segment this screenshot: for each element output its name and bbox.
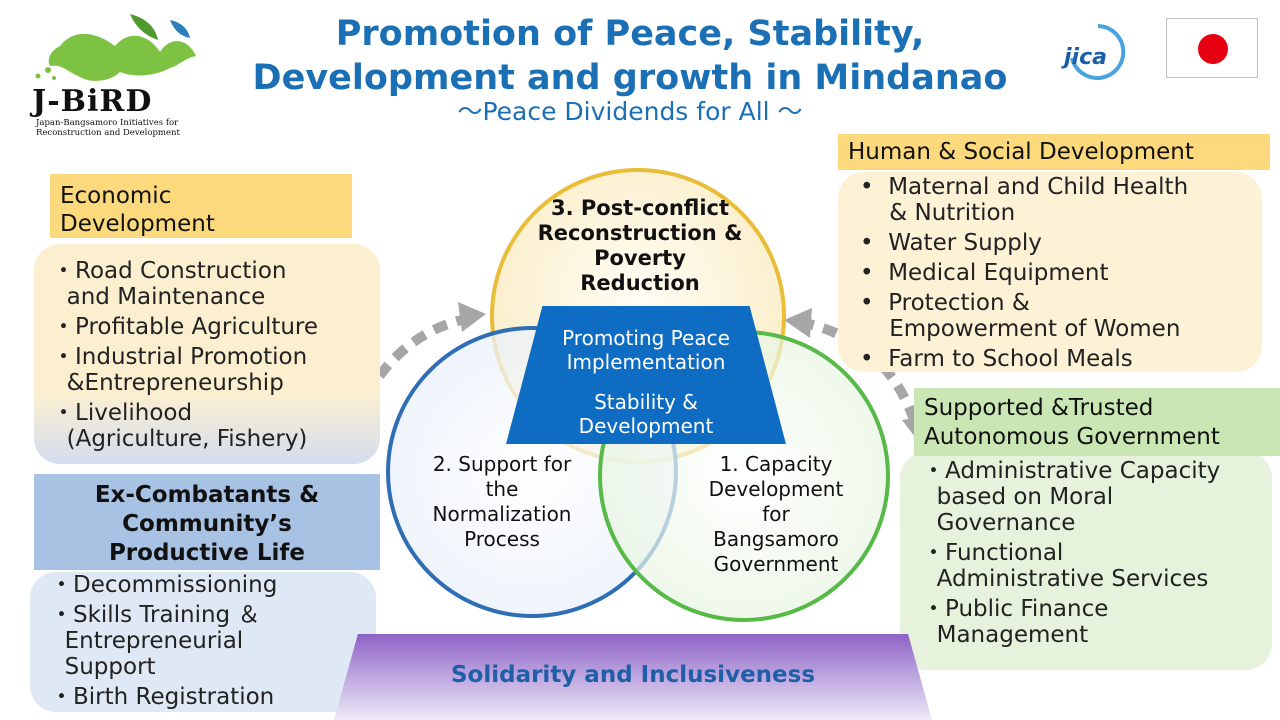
circle-2-label: 2. Support for the Normalization Process	[402, 452, 602, 552]
page-title: Promotion of Peace, Stability, Developme…	[170, 12, 1090, 100]
item-line: ・Functional	[922, 540, 1064, 566]
item-line: ・Livelihood	[52, 400, 193, 426]
header-line: Development	[60, 211, 215, 237]
jica-logo-text: jica	[1061, 45, 1107, 70]
label-line: 2. Support for	[432, 452, 572, 476]
label-line: Normalization	[432, 502, 572, 526]
list-item: ・Profitable Agriculture	[52, 314, 380, 340]
label-line: Implementation	[566, 350, 726, 374]
list-item: ・Decommissioning	[50, 572, 376, 598]
label-line: Development	[708, 477, 844, 501]
center-label-peace: Promoting Peace Implementation	[536, 326, 756, 374]
item-line: Governance	[922, 510, 1076, 536]
item-line: and Maintenance	[52, 284, 266, 310]
item-line: ・Skills Training ＆	[50, 602, 261, 628]
item-line: • Medical Equipment	[860, 260, 1109, 286]
list-item: ・Functional Administrative Services	[922, 540, 1272, 592]
list-item: ・Skills Training ＆ Entrepreneurial Suppo…	[50, 602, 376, 680]
header-line: Ex-Combatants &	[94, 482, 320, 508]
label-line: Process	[464, 527, 540, 551]
item-line: & Nutrition	[860, 200, 1016, 226]
header-line: Autonomous Government	[924, 424, 1220, 450]
list-item: ・Livelihood (Agriculture, Fishery)	[52, 400, 380, 452]
logo-subtitle-line-1: Japan-Bangsamoro Initiatives for	[36, 118, 179, 128]
excombatants-items-box: ・Decommissioning ・Skills Training ＆ Entr…	[30, 572, 376, 712]
item-line: • Farm to School Meals	[860, 346, 1133, 372]
list-item: • Maternal and Child Health & Nutrition	[860, 174, 1262, 226]
human-header: Human & Social Development	[838, 134, 1270, 170]
center-trapezoid	[506, 306, 786, 444]
label-line: Bangsamoro	[713, 527, 839, 551]
item-line: Empowerment of Women	[860, 316, 1181, 342]
label-line: for	[762, 502, 790, 526]
label-line: Development	[578, 414, 714, 438]
excombatants-header: Ex-Combatants & Community’s Productive L…	[34, 474, 380, 570]
item-line: ・Birth Registration	[50, 684, 275, 710]
circle-3-label: 3. Post-conflict Reconstruction & Povert…	[520, 196, 760, 296]
list-item: • Protection & Empowerment of Women	[860, 290, 1262, 342]
item-line: • Protection &	[860, 290, 1030, 316]
item-line: based on Moral	[922, 484, 1114, 510]
label-line: Poverty	[594, 246, 686, 270]
left-arrowhead-top	[458, 302, 486, 332]
label-line: Promoting Peace	[562, 326, 730, 350]
government-items-box: ・Administrative Capacity based on Moral …	[900, 452, 1272, 670]
label-line: Government	[713, 552, 839, 576]
item-line: (Agriculture, Fishery)	[52, 426, 308, 452]
title-line-1: Promotion of Peace, Stability,	[335, 14, 925, 54]
logo-subtitle-line-2: Reconstruction and Development	[36, 128, 180, 138]
solidarity-base	[334, 634, 932, 720]
jica-logo-icon: jica	[1061, 24, 1126, 80]
item-line: ・Profitable Agriculture	[52, 314, 319, 340]
jbird-logo-icon	[35, 14, 196, 81]
header-line: Supported &Trusted	[924, 395, 1154, 421]
label-line: the	[485, 477, 519, 501]
list-item: ・Industrial Promotion &Entrepreneurship	[52, 344, 380, 396]
right-arrowhead-top	[784, 308, 812, 338]
list-item: ・Administrative Capacity based on Moral …	[922, 458, 1272, 536]
list-item: ・Road Construction and Maintenance	[52, 258, 380, 310]
list-item: ・Birth Registration	[50, 684, 376, 710]
item-line: • Water Supply	[860, 230, 1042, 256]
human-items-box: • Maternal and Child Health & Nutrition …	[838, 172, 1262, 372]
logo-subtitle: Japan-Bangsamoro Initiatives for Reconst…	[36, 118, 206, 138]
center-label-stability: Stability & Development	[536, 390, 756, 438]
page-subtitle: ～Peace Dividends for All ～	[457, 97, 803, 126]
item-line: ・Road Construction	[52, 258, 287, 284]
item-line: Entrepreneurial	[50, 628, 244, 654]
flag-sun	[1198, 34, 1228, 64]
list-item: • Water Supply	[860, 230, 1262, 256]
circle-1-label: 1. Capacity Development for Bangsamoro G…	[676, 452, 876, 577]
solidarity-label: Solidarity and Inclusiveness	[450, 662, 816, 688]
item-line: ・Industrial Promotion	[52, 344, 308, 370]
item-line: • Maternal and Child Health	[860, 174, 1189, 200]
list-item: • Medical Equipment	[860, 260, 1262, 286]
header-line: Community’s	[122, 511, 292, 537]
item-line: ・Administrative Capacity	[922, 458, 1221, 484]
japan-flag-icon	[1166, 18, 1258, 78]
economic-header: Economic Development	[50, 174, 352, 238]
label-line: Reconstruction &	[537, 221, 743, 245]
government-header: Supported &Trusted Autonomous Government	[914, 388, 1280, 456]
label-line: Stability &	[594, 390, 698, 414]
list-item: • Farm to School Meals	[860, 346, 1262, 372]
item-line: Management	[922, 622, 1089, 648]
header-line: Productive Life	[108, 540, 306, 566]
label-line: Reduction	[580, 271, 700, 295]
economic-items-box: ・Road Construction and Maintenance ・Prof…	[34, 244, 380, 464]
item-line: ・Public Finance	[922, 596, 1109, 622]
item-line: &Entrepreneurship	[52, 370, 284, 396]
list-item: ・Public Finance Management	[922, 596, 1272, 648]
item-line: Administrative Services	[922, 566, 1209, 592]
label-line: 1. Capacity	[719, 452, 833, 476]
title-line-2: Development and growth in Mindanao	[252, 58, 1008, 98]
item-line: ・Decommissioning	[50, 572, 278, 598]
label-line: 3. Post-conflict	[550, 196, 730, 220]
header-line: Economic	[60, 183, 172, 209]
item-line: Support	[50, 654, 156, 680]
logo-name: J-BiRD	[32, 84, 153, 119]
